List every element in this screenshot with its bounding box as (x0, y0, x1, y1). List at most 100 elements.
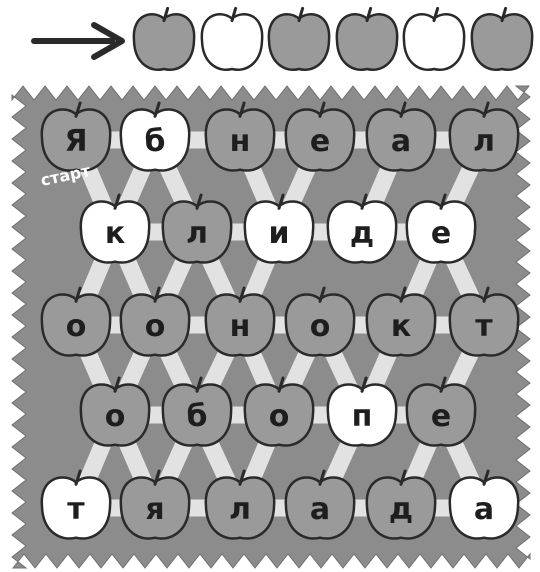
apple-stem-icon (74, 101, 82, 118)
letter-apple[interactable]: а (365, 101, 437, 172)
apple-body (284, 108, 356, 172)
apple-letter: и (268, 216, 289, 251)
apple-body (405, 200, 477, 264)
apple-body (119, 476, 191, 540)
apple-letter: о (145, 309, 166, 344)
apple-stem-icon (318, 469, 326, 486)
apple-body (267, 13, 331, 72)
apple-letter: л (186, 216, 208, 251)
header-layer (31, 6, 534, 72)
apple-stem-icon (365, 6, 373, 23)
letter-apple[interactable]: я (119, 469, 191, 540)
apple-stem-icon (399, 469, 407, 486)
sequence-apple (470, 6, 534, 72)
letter-apple[interactable]: а (448, 469, 520, 540)
letter-apple[interactable]: л (204, 469, 276, 540)
letter-apple[interactable]: т (448, 286, 520, 357)
apple-letter: а (310, 492, 330, 527)
apple-stem-icon (162, 6, 170, 23)
apple-stem-icon (238, 286, 246, 303)
letter-apple[interactable]: б (161, 376, 233, 447)
apple-stem-icon (277, 376, 285, 393)
apple-letter: о (269, 399, 290, 434)
apple-stem-icon (500, 6, 508, 23)
apple-stem-icon (318, 286, 326, 303)
apple-letter: д (350, 216, 374, 251)
apple-stem-icon (399, 101, 407, 118)
apple-letter: о (105, 399, 126, 434)
apple-letter: е (310, 124, 330, 159)
apple-body (284, 293, 356, 357)
letter-apple[interactable]: д (365, 469, 437, 540)
apple-letter: б (187, 399, 208, 434)
apple-body (326, 383, 398, 447)
apple-letter: б (145, 124, 166, 159)
apple-body (204, 476, 276, 540)
apple-letter: т (475, 309, 493, 344)
apple-stem-icon (113, 376, 121, 393)
letter-apple[interactable]: л (448, 101, 520, 172)
apple-body (284, 476, 356, 540)
apple-body (161, 383, 233, 447)
apple-stem-icon (318, 101, 326, 118)
letter-apple[interactable]: о (40, 286, 112, 357)
apple-letter: к (391, 309, 411, 344)
apple-stem-icon (482, 101, 490, 118)
apple-stem-icon (360, 193, 368, 210)
apple-stem-icon (439, 376, 447, 393)
apple-letter: т (67, 492, 85, 527)
apple-letter: а (391, 124, 411, 159)
letter-apple[interactable]: е (405, 193, 477, 264)
apple-body (335, 13, 399, 72)
letter-apple[interactable]: н (204, 101, 276, 172)
letter-apple[interactable]: о (119, 286, 191, 357)
apple-letter: н (230, 309, 251, 344)
letter-apple[interactable]: е (284, 101, 356, 172)
apple-stem-icon (238, 101, 246, 118)
letter-apple[interactable]: к (79, 193, 151, 264)
apple-stem-icon (153, 286, 161, 303)
apple-letter: а (474, 492, 494, 527)
apple-letter: е (431, 216, 451, 251)
apple-letter: Я (64, 124, 87, 159)
letter-apple[interactable]: а (284, 469, 356, 540)
apple-body (119, 108, 191, 172)
apple-stem-icon (74, 286, 82, 303)
apple-body (79, 200, 151, 264)
letter-apple[interactable]: п (326, 376, 398, 447)
apple-stem-icon (277, 193, 285, 210)
apple-stem-icon (482, 286, 490, 303)
letter-apple[interactable]: о (79, 376, 151, 447)
letter-apple[interactable]: и (243, 193, 315, 264)
letter-apple[interactable]: д (326, 193, 398, 264)
letter-apple[interactable]: Я (40, 101, 112, 172)
letter-apple[interactable]: б (119, 101, 191, 172)
letter-apple[interactable]: л (161, 193, 233, 264)
apple-body (470, 13, 534, 72)
apple-letter: е (431, 399, 451, 434)
apple-body (365, 293, 437, 357)
letter-apple[interactable]: е (405, 376, 477, 447)
apple-body (79, 383, 151, 447)
letter-apple[interactable]: т (40, 469, 112, 540)
apple-body (448, 476, 520, 540)
apple-letter: л (473, 124, 495, 159)
letter-apple[interactable]: о (243, 376, 315, 447)
letter-apple[interactable]: о (284, 286, 356, 357)
apple-letter: л (229, 492, 251, 527)
apple-body (204, 108, 276, 172)
apple-body (161, 200, 233, 264)
apple-stem-icon (153, 101, 161, 118)
letter-apple[interactable]: н (204, 286, 276, 357)
apple-body (365, 108, 437, 172)
apple-body (40, 293, 112, 357)
apple-body (119, 293, 191, 357)
letter-apple[interactable]: к (365, 286, 437, 357)
apple-body (243, 200, 315, 264)
apple-letter: п (352, 399, 373, 434)
sequence-apple (335, 6, 399, 72)
apple-body (204, 293, 276, 357)
sequence-apple (200, 6, 264, 72)
